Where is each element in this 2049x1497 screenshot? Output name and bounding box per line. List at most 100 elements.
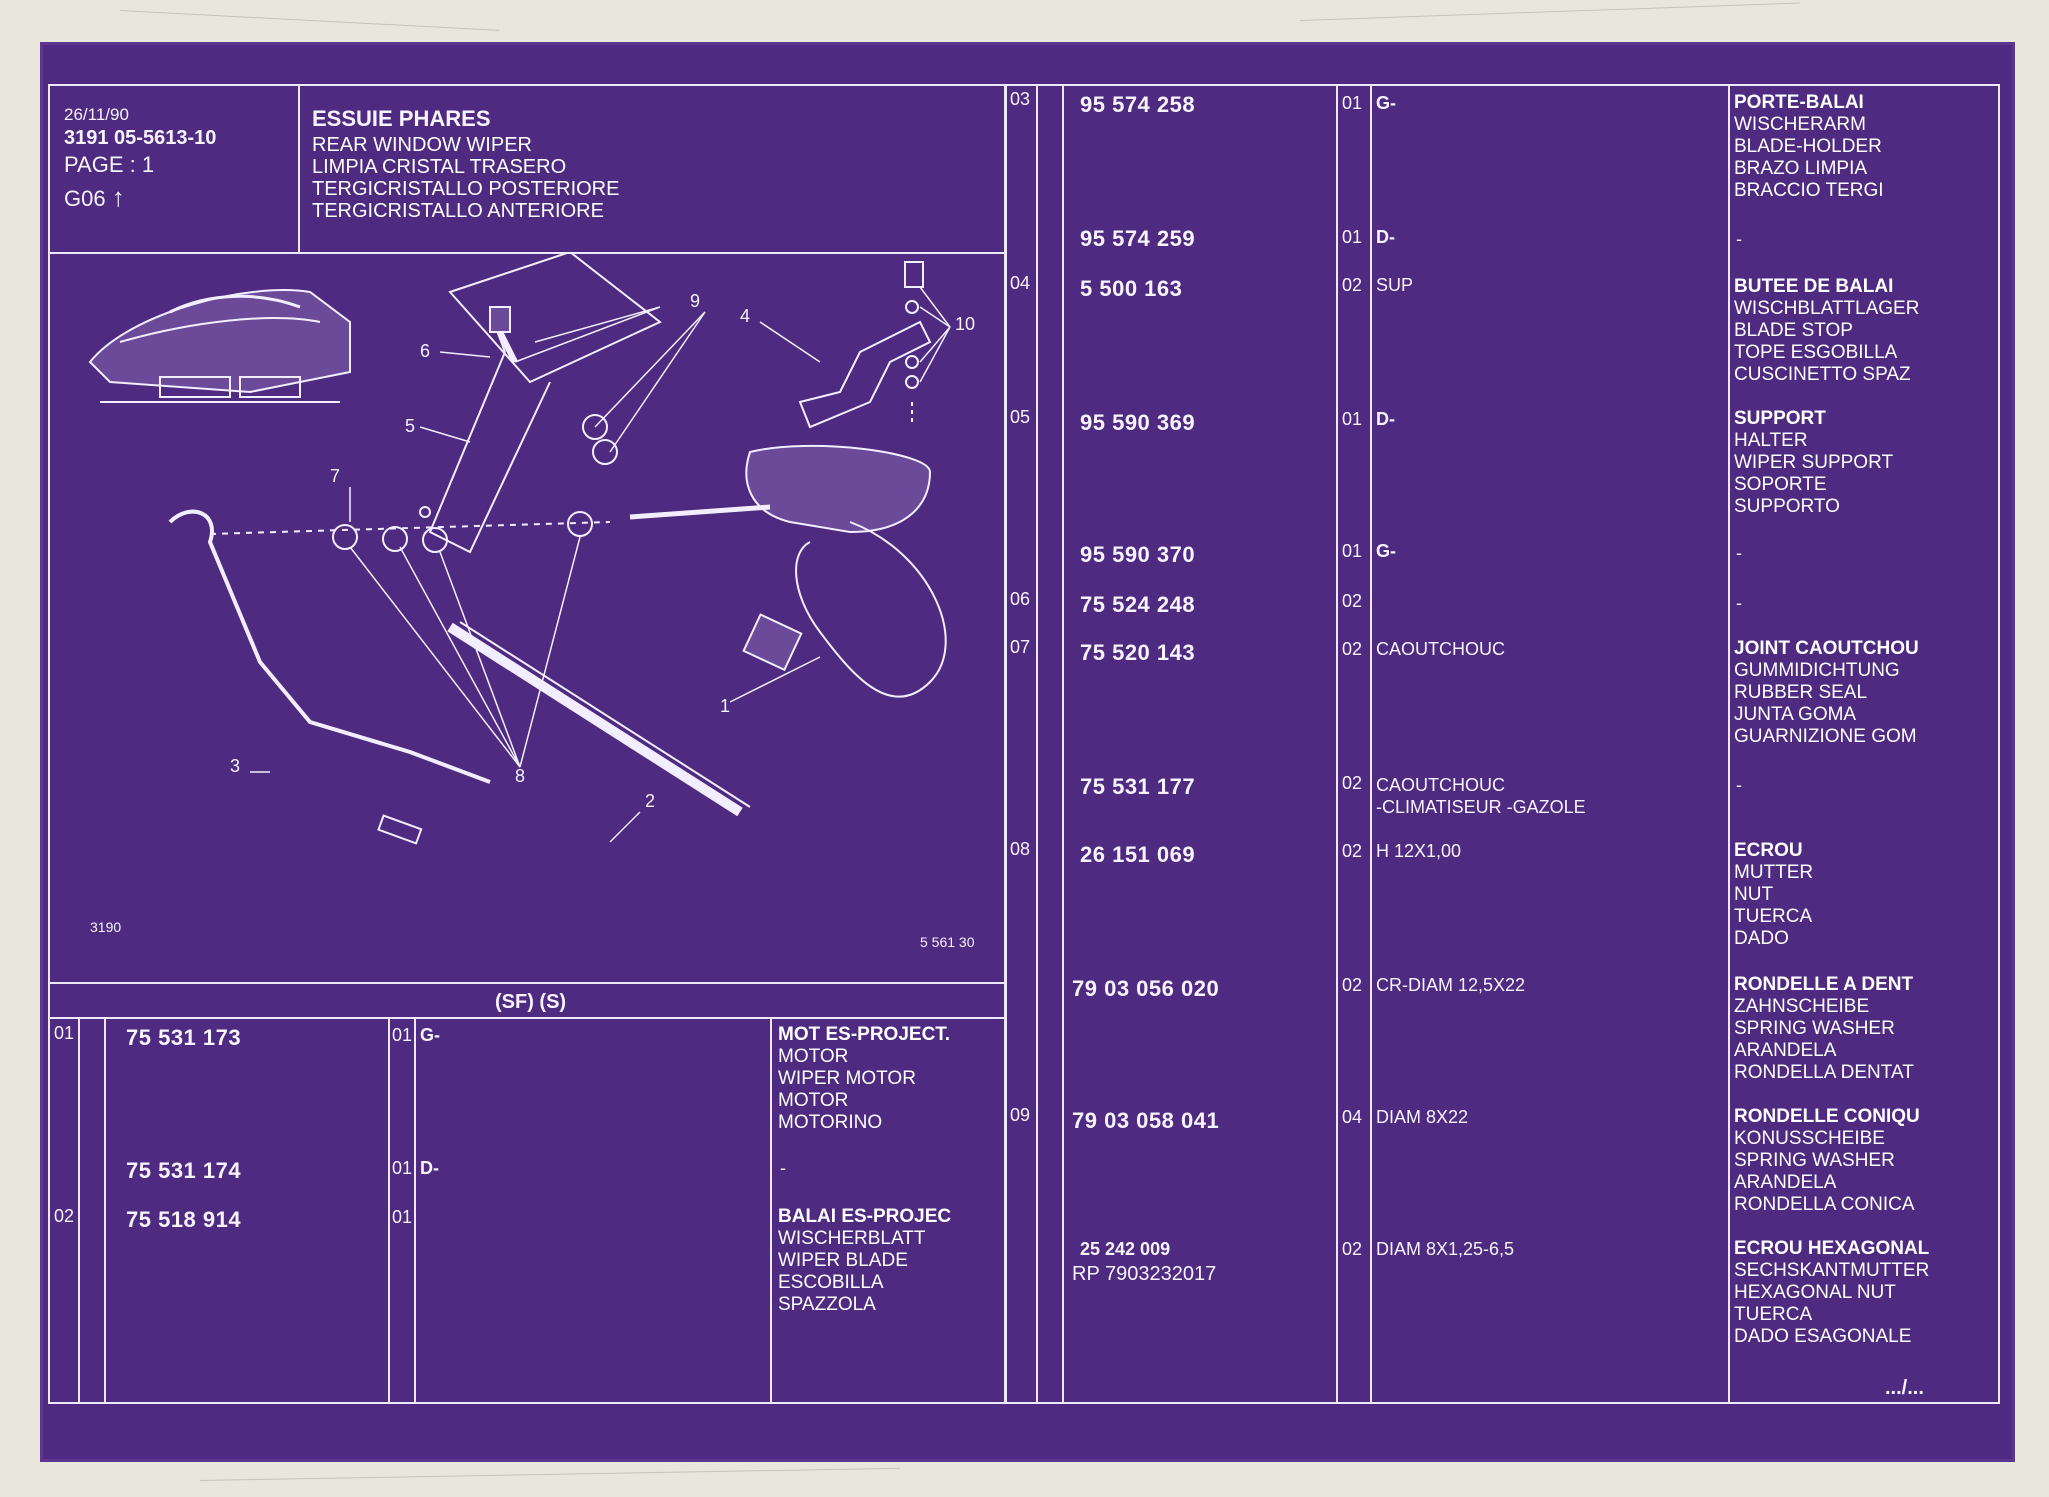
desc-fr: RONDELLE A DENT [1734,974,1914,995]
wiper-support-bracket [419,252,662,554]
part-description: BALAI ES-PROJEC WISCHERBLATT WIPER BLADE… [778,1206,951,1316]
item-number: 03 [1010,89,1031,109]
item-number: 02 [54,1206,75,1226]
wiper-blade [447,621,751,817]
variant-code: D- [1376,409,1395,429]
part-description: JOINT CAOUTCHOU GUMMIDICHTUNG RUBBER SEA… [1734,638,1919,748]
part-number: 95 574 259 [1080,226,1196,251]
part-number: 95 574 258 [1080,92,1196,117]
variant-code: G- [1376,541,1396,561]
subtitle-es: LIMPIA CRISTAL TRASERO [312,156,567,178]
part-number: 95 590 369 [1080,410,1196,435]
part-number: 75 520 143 [1080,640,1196,665]
desc-de: KONUSSCHEIBE [1734,1128,1885,1149]
callout-10: 10 [955,314,975,334]
desc-it: SUPPORTO [1734,496,1840,517]
desc-en: WIPER SUPPORT [1734,452,1894,473]
desc-de: WISCHERARM [1734,114,1866,135]
desc-en: WIPER MOTOR [778,1068,916,1089]
variant-code: G- [1376,93,1396,113]
desc-de: HALTER [1734,430,1808,451]
desc-es: SOPORTE [1734,474,1827,495]
desc-it: RONDELLA CONICA [1734,1194,1915,1215]
part-description: MOT ES-PROJECT. MOTOR WIPER MOTOR MOTOR … [778,1024,950,1134]
desc-en: NUT [1734,884,1774,905]
quantity: 02 [1342,591,1363,611]
quantity: 01 [1342,93,1363,113]
parts-card: 26/11/90 3191 05-5613-10 PAGE : 1 G06 ↑ … [40,42,2015,1462]
desc-es: TUERCA [1734,906,1813,927]
quantity: 01 [1342,541,1363,561]
desc-it: GUARNIZIONE GOM [1734,726,1917,747]
desc-en: SPRING WASHER [1734,1018,1895,1039]
wiper-arm [168,509,491,845]
callout-6: 6 [420,341,430,361]
callout-numbers: 1 2 3 4 5 6 7 8 9 10 3190 5 561 30 [90,291,975,950]
car-rear-inset-icon [88,289,351,403]
part-number: 25 242 009 [1080,1239,1171,1259]
part-description: - [1736,775,1742,795]
variant-code: DIAM 8X22 [1376,1107,1469,1127]
quantity: 02 [1342,975,1363,995]
desc-fr: JOINT CAOUTCHOU [1734,638,1919,659]
quantity: 01 [392,1207,413,1227]
callout-3: 3 [230,756,240,776]
replacement-part-number: RP 7903232017 [1072,1263,1217,1285]
desc-fr: ECROU [1734,840,1803,861]
desc-it: DADO [1734,928,1789,949]
part-description: - [1736,543,1742,563]
blade-stop-bracket [798,261,932,429]
quantity: 02 [1342,773,1363,793]
figure-number: 3190 [90,919,121,935]
variant-code: CAOUTCHOUC -CLIMATISEUR -GAZOLE [1376,775,1586,817]
variant-code: D- [420,1158,439,1178]
part-description: RONDELLE CONIQU KONUSSCHEIBE SPRING WASH… [1734,1106,1920,1216]
desc-en: SPRING WASHER [1734,1150,1895,1171]
part-description: - [780,1158,786,1178]
part-description: SUPPORT HALTER WIPER SUPPORT SOPORTE SUP… [1734,408,1893,518]
page-number: PAGE : 1 [64,152,155,177]
quantity: 02 [1342,1239,1363,1259]
callout-9: 9 [690,291,700,311]
part-description: RONDELLE A DENT ZAHNSCHEIBE SPRING WASHE… [1734,974,1914,1084]
desc-de: GUMMIDICHTUNG [1734,660,1900,681]
variant-header: (SF) (S) [495,991,567,1013]
part-number: 75 518 914 [126,1207,242,1232]
part-number: 75 531 177 [1080,774,1196,799]
part-description: PORTE-BALAI WISCHERARM BLADE-HOLDER BRAZ… [1734,92,1884,202]
desc-de: WISCHERBLATT [778,1228,926,1249]
desc-en: WIPER BLADE [778,1250,908,1271]
desc-it: BRACCIO TERGI [1734,180,1884,201]
section-title: ESSUIE PHARES [312,106,491,131]
quantity: 01 [1342,227,1363,247]
quantity: 01 [392,1158,413,1178]
desc-it: CUSCINETTO SPAZ [1734,364,1911,385]
variant-code: CAOUTCHOUC [1376,639,1505,659]
desc-it: DADO ESAGONALE [1734,1326,1912,1347]
part-number: 75 531 173 [126,1025,242,1050]
item-number: 08 [1010,839,1031,859]
paper-scratch [119,10,500,31]
desc-es: TUERCA [1734,1304,1813,1325]
up-arrow-icon: ↑ [111,182,125,212]
quantity: 01 [1342,409,1363,429]
subtitle-it-2: TERGICRISTALLO ANTERIORE [312,200,604,222]
group-code: G06 ↑ [64,184,125,210]
desc-en: RUBBER SEAL [1734,682,1868,703]
callout-4: 4 [740,306,750,326]
callout-leaders [250,286,951,843]
part-description: ECROU MUTTER NUT TUERCA DADO [1734,840,1813,950]
part-description: - [1736,593,1742,613]
callout-5: 5 [405,416,415,436]
part-description: - [1736,229,1742,249]
subtitle-en: REAR WINDOW WIPER [312,134,532,156]
variant-code: D- [1376,227,1395,247]
callout-1: 1 [720,696,730,716]
desc-es: TOPE ESGOBILLA [1734,342,1898,363]
quantity: 01 [392,1025,413,1045]
group-label: G06 [64,186,106,211]
part-number: 79 03 056 020 [1072,976,1220,1001]
exploded-view-drawing: 1 2 3 4 5 6 7 8 9 10 3190 5 561 30 [88,252,975,950]
desc-de: SECHSKANTMUTTER [1734,1260,1930,1281]
part-number: 26 151 069 [1080,842,1196,867]
